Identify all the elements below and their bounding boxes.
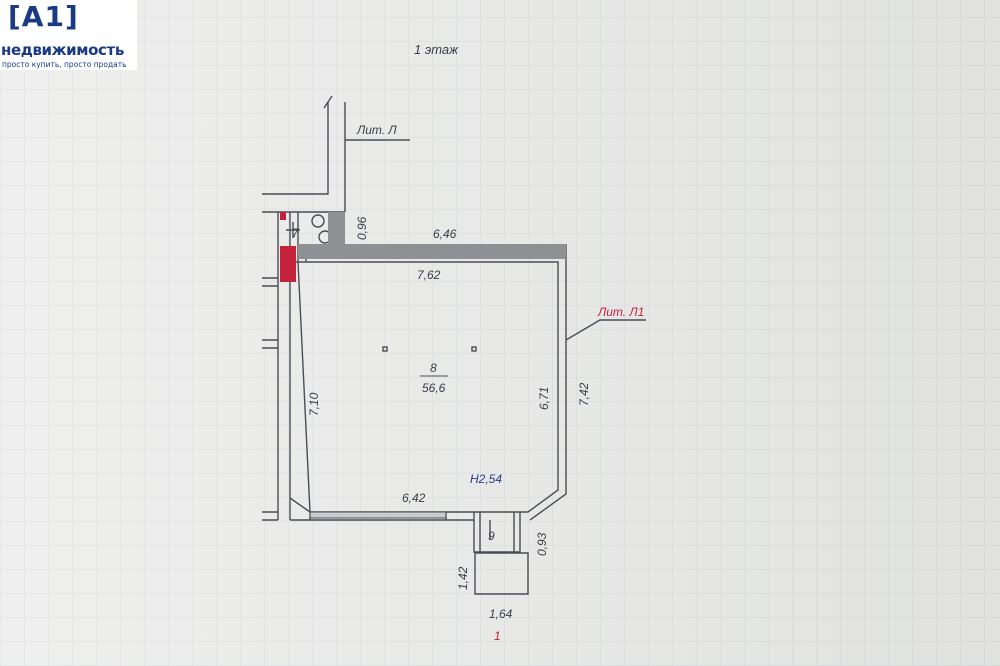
floor-title: 1 этаж bbox=[414, 42, 459, 57]
shaded-column bbox=[328, 212, 345, 244]
window-strip bbox=[309, 511, 447, 519]
lit-l1-label: Лит. Л1 bbox=[597, 305, 644, 319]
room-8-number: 8 bbox=[430, 361, 437, 375]
logo-mark: [A1] bbox=[8, 0, 79, 33]
dim-6-46: 6,46 bbox=[433, 227, 457, 241]
left-ticks-2 bbox=[262, 339, 278, 349]
room-9-number: 9 bbox=[488, 529, 495, 543]
right-outer-wall bbox=[529, 244, 567, 521]
outlet-marker-2 bbox=[471, 346, 477, 352]
room-9-walls bbox=[473, 512, 521, 553]
toilet-fixture-icon bbox=[311, 214, 325, 228]
dim-7-10: 7,10 bbox=[307, 392, 321, 416]
ceiling-height: Н2,54 bbox=[470, 472, 502, 486]
dim-0-96: 0,96 bbox=[355, 216, 369, 240]
logo-name: недвижимость bbox=[1, 41, 124, 59]
lit-l-label: Лит. Л bbox=[356, 123, 397, 137]
left-ticks-3 bbox=[262, 511, 278, 521]
room-8-inner-outline bbox=[297, 261, 559, 513]
break-mark bbox=[323, 95, 333, 109]
room-8-area: 56,6 bbox=[422, 381, 446, 395]
left-ticks-1 bbox=[262, 277, 278, 287]
entrance-mark: 1 bbox=[494, 629, 501, 643]
dim-7-42: 7,42 bbox=[577, 382, 591, 406]
dim-6-71: 6,71 bbox=[537, 387, 551, 410]
toilet-label-cross bbox=[286, 222, 300, 238]
porch-outline bbox=[474, 552, 529, 595]
dim-1-64: 1,64 bbox=[489, 607, 513, 621]
dim-6-42: 6,42 bbox=[402, 491, 426, 505]
dim-7-62: 7,62 bbox=[417, 268, 441, 282]
red-marker-wall bbox=[280, 246, 296, 282]
logo-tagline: просто купить, просто продать bbox=[2, 60, 127, 69]
outlet-marker-1 bbox=[382, 346, 388, 352]
lit-l1-leader bbox=[565, 319, 646, 341]
dim-1-42: 1,42 bbox=[456, 566, 470, 590]
room-7-number: 7 bbox=[292, 226, 300, 240]
top-shaded-wall bbox=[298, 244, 566, 259]
dim-0-93: 0,93 bbox=[535, 532, 549, 556]
red-marker-small bbox=[280, 212, 286, 220]
a1-logo[interactable]: [A1] недвижимость просто купить, просто … bbox=[0, 0, 137, 70]
lit-l-wall-outer bbox=[262, 102, 329, 195]
